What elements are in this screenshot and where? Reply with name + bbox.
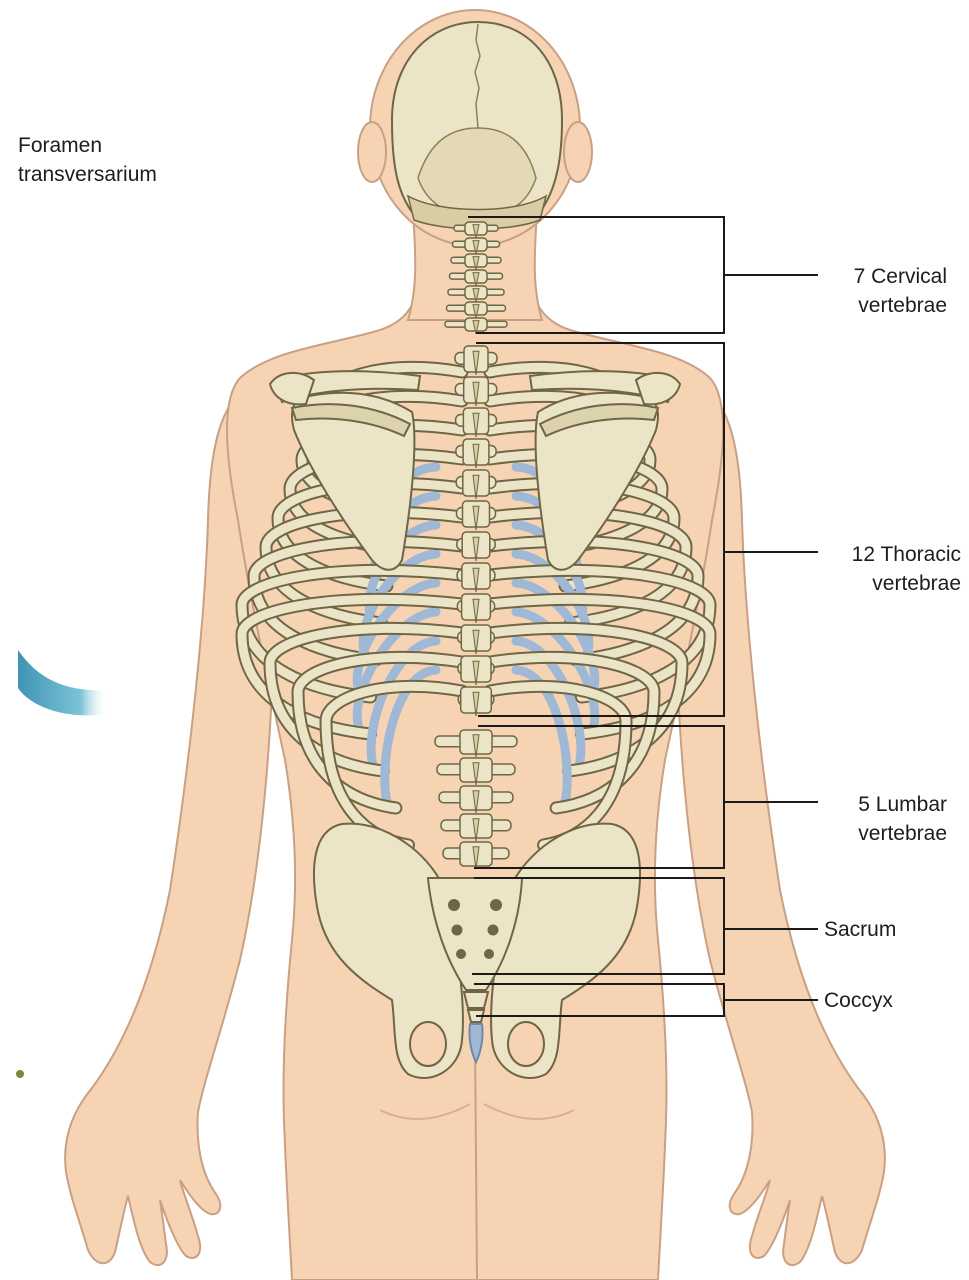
right-obturator-foramen [508, 1022, 544, 1066]
lumbar-vertebrae-label: 5 Lumbar vertebrae [858, 790, 947, 848]
partial-illustration-dot [16, 1070, 24, 1078]
sacral-foramen [489, 926, 498, 935]
sacrum-label-text: Sacrum [824, 915, 896, 944]
cervical-label-line1: 7 Cervical [854, 262, 947, 291]
lumbar-label-line1: 5 Lumbar [858, 790, 947, 819]
cervical-label-line2: vertebrae [854, 291, 947, 320]
sacrum-label: Sacrum [824, 915, 896, 944]
partial-nerve-illustration [18, 650, 108, 715]
left-obturator-foramen [410, 1022, 446, 1066]
foramen-label-line2: transversarium [18, 160, 157, 189]
sacral-foramen [491, 900, 501, 910]
sacral-foramen [457, 950, 465, 958]
thoracic-label-line1: 12 Thoracic [852, 540, 961, 569]
thoracic-label-line2: vertebrae [852, 569, 961, 598]
foramen-label-line1: Foramen [18, 131, 157, 160]
sacral-foramen [449, 900, 459, 910]
lumbar-label-line2: vertebrae [858, 819, 947, 848]
sacral-foramen [453, 926, 462, 935]
cervical-vertebrae-label: 7 Cervical vertebrae [854, 262, 947, 320]
coccyx-label: Coccyx [824, 986, 893, 1015]
coccyx-bone [464, 992, 488, 1008]
left-ear [358, 122, 386, 182]
right-ear [564, 122, 592, 182]
foramen-transversarium-label: Foramen transversarium [18, 131, 157, 189]
thoracic-vertebrae-label: 12 Thoracic vertebrae [852, 540, 961, 598]
coccyx-label-text: Coccyx [824, 986, 893, 1015]
sacral-foramen [485, 950, 493, 958]
skull [392, 22, 562, 229]
